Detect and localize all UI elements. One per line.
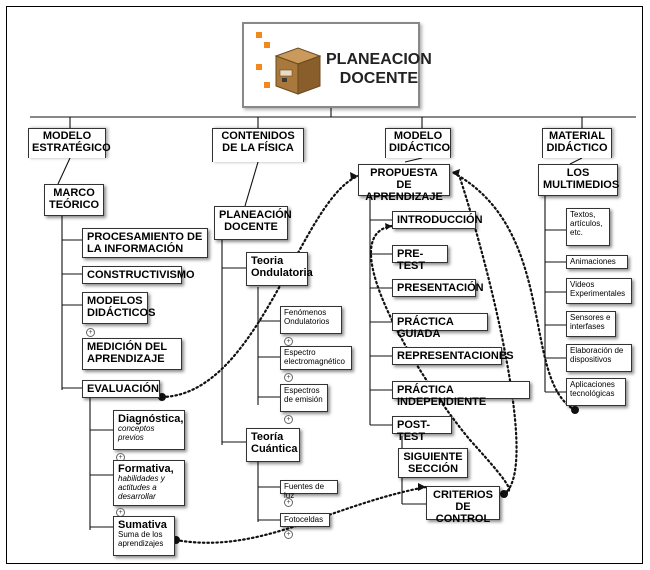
fotoceldas-box: Fotoceldas — [280, 513, 330, 527]
cardboard-box-icon — [274, 47, 322, 95]
videos-box: Videos Experimentales — [566, 278, 632, 304]
introduccion-box: INTRODUCCIÓN — [392, 211, 483, 229]
expand-icon[interactable]: + — [284, 373, 293, 382]
espectro-box: Espectro electromagnético — [280, 346, 352, 370]
practica-guiada-box: PRÁCTICA GUIADA — [392, 313, 488, 340]
orange-square-icon — [264, 82, 270, 88]
aplicaciones-box: Aplicaciones tecnológicas — [566, 378, 626, 406]
textos-box: Textos, artículos, etc. — [566, 208, 610, 246]
orange-square-icon — [264, 42, 270, 48]
orange-square-icon — [256, 64, 262, 70]
title-box: PLANEACION DOCENTE — [242, 22, 432, 108]
elaboracion-box: Elaboración de dispositivos — [566, 344, 632, 372]
animaciones-box: Animaciones — [566, 255, 628, 269]
constructivismo-box: CONSTRUCTIVISMO — [82, 266, 195, 284]
sensores-box: Sensores e interfases — [566, 311, 616, 337]
presentacion-box: PRESENTACIÓN — [392, 279, 484, 297]
diagram-title: PLANEACION DOCENTE — [326, 51, 432, 88]
practica-independiente-box: PRÁCTICA INDEPENDIENTE — [392, 381, 530, 408]
post-test-box: POST-TEST — [392, 416, 452, 443]
expand-icon[interactable]: + — [86, 328, 95, 337]
expand-icon[interactable]: + — [284, 530, 293, 539]
formativa-box: Formativa,habilidades y actitudes a desa… — [113, 460, 185, 506]
expand-icon[interactable]: + — [284, 498, 293, 507]
diagram-frame — [6, 6, 643, 564]
orange-square-icon — [256, 32, 262, 38]
evaluacion-box: EVALUACIÓN — [82, 380, 160, 398]
expand-icon[interactable]: + — [284, 415, 293, 424]
procesamiento-box: PROCESAMIENTO DE LA INFORMACIÓN — [82, 228, 208, 258]
pre-test-box: PRE-TEST — [392, 245, 448, 272]
expand-icon[interactable]: + — [284, 337, 293, 346]
fuentes-luz-box: Fuentes de luz — [280, 480, 338, 500]
representaciones-box: REPRESENTACIONES — [392, 347, 514, 365]
diagnostica-box: Diagnóstica,conceptos previos — [113, 410, 185, 450]
fenomenos-box: Fenómenos Ondulatorios — [280, 306, 342, 334]
espectros-emision-box: Espectros de emisión — [280, 384, 328, 412]
